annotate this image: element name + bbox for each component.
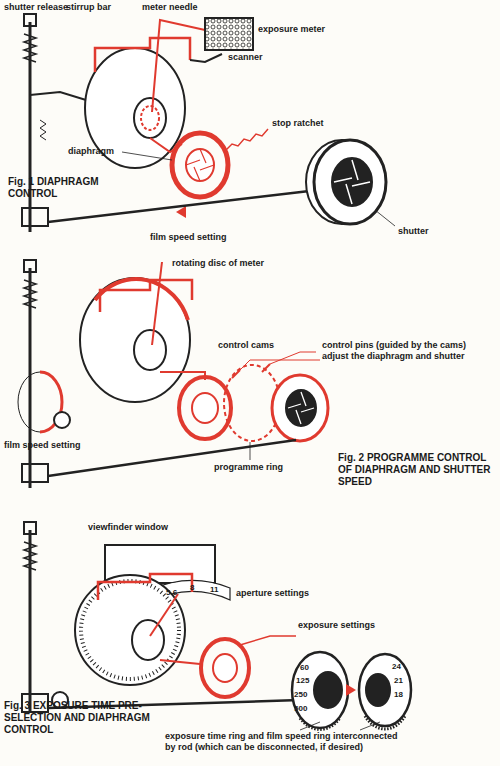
release-frame: [22, 208, 48, 226]
film-speed-ring: [359, 654, 411, 726]
scale-number: 8: [190, 583, 194, 592]
lever-spring: [40, 120, 46, 140]
diaphragm-blades: [186, 149, 214, 181]
scale-number: 60: [300, 663, 309, 672]
leader-line: [122, 152, 172, 160]
shutter-housing: [314, 140, 386, 224]
meter-coil: [134, 330, 166, 370]
fig1-group: [22, 14, 395, 232]
part-label: film speed setting: [4, 440, 81, 451]
diaphragm-ring: [201, 639, 249, 697]
index-mark: [346, 684, 356, 696]
part-label: control pins (guided by the cams) adjust…: [322, 340, 492, 362]
meter-needle: [152, 20, 205, 112]
part-label: exposure settings: [298, 620, 375, 631]
meter-cell: [205, 18, 253, 50]
diaphragm-opening: [186, 149, 214, 181]
link-rod: [160, 660, 200, 664]
release-shaft: [29, 22, 32, 232]
scale-number: 21: [394, 676, 403, 685]
part-label: stirrup bar: [66, 2, 111, 13]
scale-number: 11: [210, 585, 218, 594]
release-button: [24, 260, 36, 272]
scale-number: 18: [394, 690, 403, 699]
disc-scale: [81, 581, 179, 679]
coupling-rod: [48, 440, 296, 476]
shutter-opening: [314, 672, 342, 708]
part-label: rotating disc of meter: [172, 258, 264, 269]
release-frame: [22, 464, 48, 482]
scale-number: 24: [392, 662, 401, 671]
figure-caption: Fig. 1 DIAPHRAGM CONTROL: [8, 176, 128, 200]
release-button: [24, 14, 36, 26]
leader-line: [250, 442, 251, 460]
scale-number: 250: [294, 690, 307, 699]
part-label: stop ratchet: [272, 118, 324, 129]
scale-number: 500: [294, 704, 307, 713]
scale-number: 5.6: [166, 588, 177, 597]
shutter-housing: [272, 375, 328, 441]
return-spring: [24, 34, 36, 62]
part-label: shutter: [398, 226, 429, 237]
part-label: diaphragm: [68, 146, 114, 157]
part-label: exposure meter: [258, 24, 325, 35]
film-speed-scale-back: [18, 372, 40, 432]
fig2-group: [18, 260, 328, 488]
part-label: scanner: [228, 52, 263, 63]
release-button: [24, 522, 36, 534]
part-label: viewfinder window: [88, 522, 168, 533]
shutter-opening: [286, 390, 316, 426]
stop-ratchet: [226, 129, 268, 150]
part-label: programme ring: [214, 462, 283, 473]
scale-number: 125: [296, 676, 309, 685]
return-spring: [24, 542, 36, 570]
note-text: exposure time ring and film speed ring i…: [165, 731, 400, 753]
diaphragm-opening: [213, 654, 237, 682]
leader-line: [300, 722, 320, 730]
stirrup-lever: [30, 92, 86, 100]
figure-caption: Fig. 2 PROGRAMME CONTROL OF DIAPHRAGM AN…: [338, 452, 496, 488]
part-label: aperture settings: [236, 588, 309, 599]
diaphragm-opening: [192, 393, 218, 423]
meter-core: [141, 106, 159, 130]
ring-teeth: [300, 718, 340, 729]
film-speed-gear: [54, 412, 70, 428]
exposure-time-ring: [292, 652, 348, 728]
scanner: [190, 54, 222, 62]
stirrup-bar: [100, 280, 192, 312]
release-shaft: [29, 530, 32, 712]
meter-coil: [134, 98, 166, 138]
meter-needle: [150, 594, 178, 636]
rotating-disc: [95, 279, 188, 320]
part-label: meter needle: [142, 2, 198, 13]
part-label: shutter release: [4, 2, 68, 13]
exposure-pin: [240, 636, 296, 645]
leader-line: [375, 210, 395, 226]
fig3-group: [22, 522, 411, 730]
ring-teeth: [365, 716, 405, 729]
stirrup-bar: [95, 38, 190, 72]
meter-disc: [75, 575, 185, 685]
coupling-rod: [48, 190, 318, 222]
leader-line: [360, 722, 380, 730]
meter-needle: [152, 262, 162, 345]
return-spring: [24, 280, 36, 308]
part-label: film speed setting: [150, 232, 227, 243]
meter-disc: [80, 278, 190, 402]
diaphragm-ring: [179, 377, 231, 439]
shutter-opening: [332, 158, 372, 206]
part-label: control cams: [218, 340, 274, 351]
shutter-blades: [288, 392, 314, 424]
meter-coil: [132, 620, 164, 660]
stirrup-bar: [98, 574, 192, 600]
shutter-blades: [334, 160, 370, 204]
ring-opening: [366, 674, 390, 706]
control-cams: [232, 364, 270, 378]
diaphragm-ring: [172, 133, 228, 197]
control-pins: [240, 352, 320, 370]
figure-caption: Fig. 3 EXPOSURE TIME PRE-SELECTION AND D…: [4, 700, 154, 736]
